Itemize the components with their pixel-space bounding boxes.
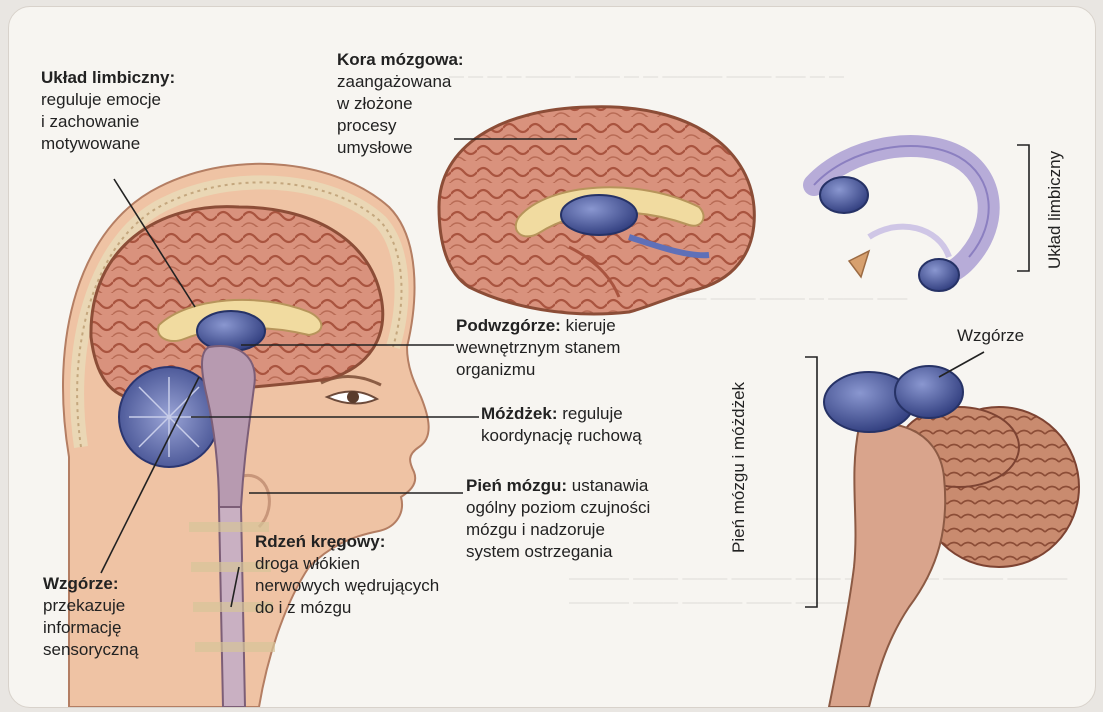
label-line: motywowane [41, 133, 175, 155]
label-title: Rdzeń kręgowy: [255, 532, 385, 551]
label-brainstem: Pień mózgu: ustanawia ogólny poziom czuj… [466, 475, 650, 563]
label-line: ogólny poziom czujności [466, 497, 650, 519]
label-text: Wzgórze [957, 326, 1024, 345]
label-thalamus: Wzgórze: przekazuje informację sensorycz… [43, 573, 138, 661]
label-line: wewnętrznym stanem [456, 337, 620, 359]
label-brainstem-vertical: Pień mózgu i móżdżek [729, 382, 749, 553]
label-title: Podwzgórze: [456, 316, 561, 335]
label-line: i zachowanie [41, 111, 175, 133]
label-line: system ostrzegania [466, 541, 650, 563]
label-line: umysłowe [337, 137, 464, 159]
label-title: Kora mózgowa: [337, 50, 464, 69]
label-line: koordynację ruchową [481, 425, 642, 447]
label-cerebellum: Móżdżek: reguluje koordynację ruchową [481, 403, 642, 447]
label-rest: reguluje [558, 404, 623, 423]
label-line: przekazuje [43, 595, 138, 617]
label-line: organizmu [456, 359, 620, 381]
label-title: Układ limbiczny: [41, 68, 175, 87]
label-line: sensoryczną [43, 639, 138, 661]
label-line: procesy [337, 115, 464, 137]
brainstem-cerebellum-illustration [824, 366, 1079, 707]
label-text: Pień mózgu i móżdżek [729, 382, 748, 553]
label-line: nerwowych wędrujących [255, 575, 439, 597]
label-line: zaangażowana [337, 71, 464, 93]
label-limbic-vertical: Układ limbiczny [1045, 151, 1065, 269]
label-spinal-cord: Rdzeń kręgowy: droga włókien nerwowych w… [255, 531, 439, 619]
label-line: informację [43, 617, 138, 639]
label-line: mózgu i nadzoruje [466, 519, 650, 541]
leader-thalamus-small [939, 352, 984, 377]
label-thalamus-small: Wzgórze [957, 325, 1024, 347]
bracket-limbic [1017, 145, 1029, 271]
label-title: Pień mózgu: [466, 476, 567, 495]
label-line: droga włókien [255, 553, 439, 575]
figure-card: — — — — ——— ——— — — ———— ——— —— — — — — … [8, 6, 1096, 708]
label-line: w złożone [337, 93, 464, 115]
label-line: do i z mózgu [255, 597, 439, 619]
label-rest: kieruje [561, 316, 616, 335]
cortex-medial-view [439, 107, 754, 314]
label-title: Wzgórze: [43, 574, 119, 593]
limbic-system-illustration [814, 146, 989, 291]
label-cortex: Kora mózgowa: zaangażowana w złożone pro… [337, 49, 464, 159]
label-line: reguluje emocje [41, 89, 175, 111]
label-text: Układ limbiczny [1045, 151, 1064, 269]
label-title: Móżdżek: [481, 404, 558, 423]
bracket-brainstem [805, 357, 817, 607]
label-hypothalamus: Podwzgórze: kieruje wewnętrznym stanem o… [456, 315, 620, 381]
label-limbic-system: Układ limbiczny: reguluje emocje i zacho… [41, 67, 175, 155]
label-rest: ustanawia [567, 476, 648, 495]
